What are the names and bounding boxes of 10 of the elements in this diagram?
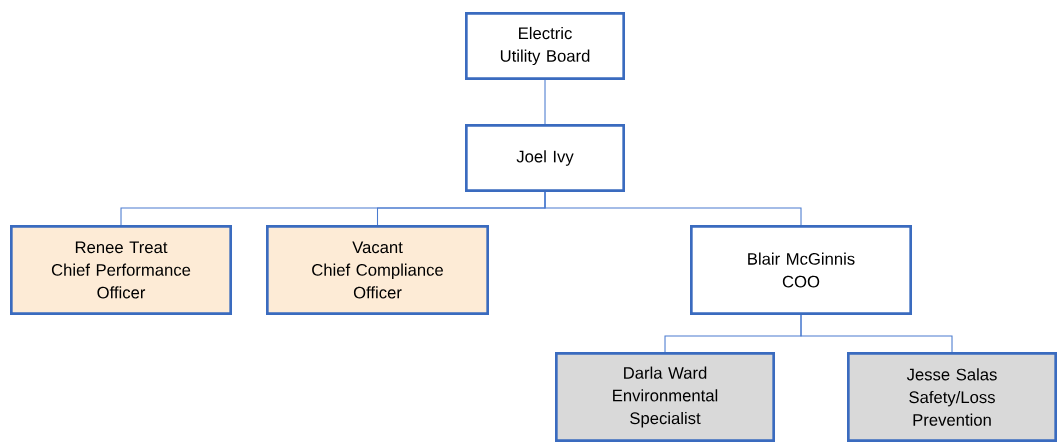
person-box: Renee Treat Chief Performance Officer [10, 225, 232, 315]
person-box: Vacant Chief Compliance Officer [266, 225, 489, 315]
connector-line [800, 314, 953, 353]
connector-line [544, 79, 546, 125]
person-box: Jesse Salas Safety/Loss Prevention [847, 352, 1057, 442]
connector-line [544, 191, 802, 226]
person-box: Darla Ward Environmental Specialist [555, 352, 775, 442]
person-box: Joel Ivy [465, 124, 625, 192]
person-box: Electric Utility Board [465, 12, 625, 80]
person-box: Blair McGinnis COO [690, 225, 912, 315]
